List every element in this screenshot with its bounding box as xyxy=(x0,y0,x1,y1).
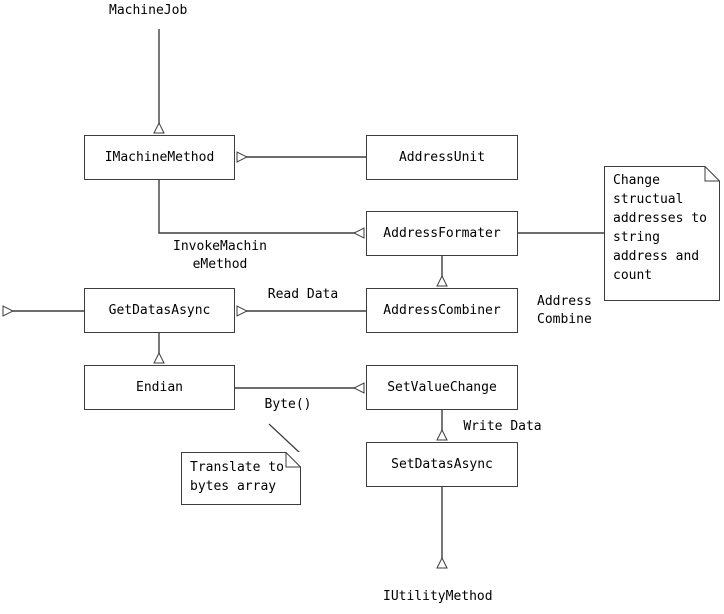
edge-imachinemethod-to-addressformater xyxy=(158,180,364,233)
note-translate-bytes[interactable]: Translate to bytes array xyxy=(181,452,301,505)
endpoint-label-machinejob: MachineJob xyxy=(109,3,188,18)
note-shape xyxy=(181,452,301,505)
node-addressunit[interactable]: AddressUnit xyxy=(366,135,518,180)
note-address-change[interactable]: Change structual addresses to string add… xyxy=(604,166,720,301)
note-translate-bytes-text: Translate to bytes array xyxy=(190,460,284,494)
note-address-change-text: Change structual addresses to string add… xyxy=(613,173,707,283)
node-setdatasasync[interactable]: SetDatasAsync xyxy=(366,442,518,487)
edge-label-read-data: Read Data xyxy=(267,287,339,302)
node-addressformater[interactable]: AddressFormater xyxy=(366,211,518,256)
edge-label-invoke-machine-method: InvokeMachin eMethod xyxy=(173,239,267,272)
node-imachinemethod[interactable]: IMachineMethod xyxy=(84,135,235,180)
node-endian[interactable]: Endian xyxy=(84,365,235,410)
node-getdatasasync[interactable]: GetDatasAsync xyxy=(84,288,235,333)
note-leader-translate-bytes xyxy=(268,423,301,454)
node-setvaluechange[interactable]: SetValueChange xyxy=(366,365,518,410)
edge-label-byte-array: Byte() xyxy=(264,397,312,412)
node-addresscombiner[interactable]: AddressCombiner xyxy=(366,288,518,333)
endpoint-label-iutilitymethod: IUtilityMethod xyxy=(383,589,493,604)
note-shape xyxy=(604,166,720,301)
edge-label-address-combine: Address Combine xyxy=(537,294,592,327)
edge-label-write-data: Write Data xyxy=(463,419,542,434)
